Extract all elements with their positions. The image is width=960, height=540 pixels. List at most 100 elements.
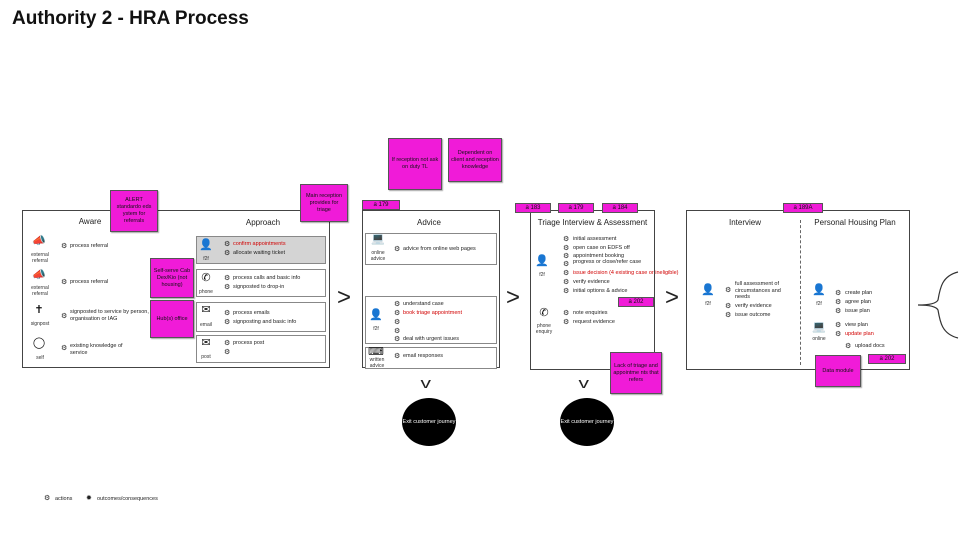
action-icon: ⚙ — [563, 310, 570, 317]
interview-panel-title: Interview — [728, 218, 761, 227]
action-icon: ⚙ — [224, 284, 231, 291]
channel-label: f2f — [373, 326, 379, 332]
legend-outcomes: outcomes/consequences — [97, 496, 158, 502]
action-text: open case on EDFS off — [573, 245, 630, 251]
action-text: create plan — [845, 290, 873, 296]
person-icon: 👤 — [199, 239, 213, 251]
action-text: deal with urgent issues — [403, 336, 459, 342]
megaphone-icon: 📣 — [32, 235, 46, 247]
panel-divider — [800, 220, 801, 365]
action-icon: ⚙ — [725, 303, 732, 310]
action-text: process emails — [233, 310, 270, 316]
channel-label: post — [201, 354, 211, 360]
approach-row-phone — [196, 269, 326, 297]
action-icon: ⚙ — [224, 275, 231, 282]
person-icon: 👤 — [535, 255, 549, 267]
channel-label: f2f — [539, 272, 545, 278]
action-icon: ⚙ — [224, 241, 231, 248]
chevron-right-icon: > — [665, 284, 680, 311]
action-text: update plan — [845, 331, 874, 337]
person-icon: 👤 — [812, 284, 826, 296]
megaphone-icon: 📣 — [32, 269, 46, 281]
action-text: view plan — [845, 322, 868, 328]
action-text: agree plan — [845, 299, 871, 305]
action-text: process post — [233, 340, 265, 346]
action-text: note enquiries — [573, 310, 608, 316]
action-text: signposting and basic info — [233, 319, 297, 325]
tag-advice: a 183 — [515, 203, 551, 213]
php-panel-title: Personal Housing Plan — [814, 218, 896, 227]
channel-label: online advice — [370, 250, 386, 262]
chevron-down-icon: v — [420, 375, 432, 392]
tag-triage-c: a 202 — [618, 297, 654, 307]
sticky-main-reception: Main reception provides for triage — [300, 184, 348, 222]
signpost-icon: ✝ — [34, 304, 44, 316]
exit-advice: Exit customer journey — [402, 398, 456, 446]
action-text: issue plan — [845, 308, 870, 314]
tag-interview: a 189A — [783, 203, 823, 213]
action-text: allocate waiting ticket — [233, 250, 285, 256]
approach-row-email — [196, 302, 326, 332]
action-icon: ⚙ — [224, 250, 231, 257]
action-text: request evidence — [573, 319, 615, 325]
action-text: process calls and basic info — [233, 275, 301, 281]
actions-legend-icon: ⚙ — [44, 495, 51, 502]
aware-panel-title: Aware — [78, 217, 102, 226]
action-text: book triage appointment — [403, 310, 463, 316]
action-icon: ⚙ — [394, 301, 401, 308]
self-icon: ◯ — [32, 337, 46, 349]
sticky-reception-duty: If reception not ask on duty TL — [388, 138, 442, 190]
triage-panel-title: Triage Interview & Assessment — [537, 218, 648, 227]
advice-row-f2f — [365, 296, 497, 344]
action-icon: ⚙ — [394, 310, 401, 317]
action-icon: ⚙ — [563, 270, 570, 277]
action-icon: ⚙ — [835, 290, 842, 297]
sticky-lack-triage: Lack of triage and appointme nts that re… — [610, 352, 662, 394]
triage-panel — [530, 210, 655, 370]
action-text: full assessment of circumstances and nee… — [735, 281, 781, 300]
action-icon: ⚙ — [725, 287, 732, 294]
advice-row-written — [365, 347, 497, 369]
sticky-self-serve: Self-serve Cab Dex/Kio (not housing) — [150, 258, 194, 298]
action-text: issue decision (4 existing case or ineli… — [573, 270, 679, 276]
tag-approach: a 179 — [362, 200, 400, 210]
action-text: understand case — [403, 301, 444, 307]
chevron-right-icon: > — [337, 284, 352, 311]
action-icon: ⚙ — [394, 336, 401, 343]
approach-panel-title: Approach — [245, 218, 281, 227]
action-text: issue outcome — [735, 312, 771, 318]
action-text: process referral — [70, 279, 109, 285]
channel-label: written advice — [369, 357, 385, 369]
action-icon: ⚙ — [394, 319, 401, 326]
channel-label: f2f — [203, 256, 209, 262]
outcomes-legend-icon: ✹ — [86, 495, 92, 502]
channel-label: email — [200, 322, 212, 328]
action-icon: ⚙ — [394, 328, 401, 335]
interview-php-panel — [686, 210, 910, 370]
sticky-data-module: Data module — [815, 355, 861, 387]
action-text: initial assessment — [573, 236, 617, 242]
action-icon: ⚙ — [845, 343, 852, 350]
laptop-icon: 💻 — [371, 233, 385, 245]
phone-icon: ✆ — [539, 307, 549, 319]
channel-label: f2f — [705, 301, 711, 307]
exit-triage: Exit customer journey — [560, 398, 614, 446]
action-icon: ⚙ — [61, 313, 68, 320]
page-title: Authority 2 - HRA Process — [12, 8, 249, 29]
channel-label: phone — [199, 289, 213, 295]
action-icon: ⚙ — [835, 322, 842, 329]
action-icon: ⚙ — [61, 243, 68, 250]
channel-label: signpost — [30, 321, 50, 327]
action-icon: ⚙ — [563, 288, 570, 295]
action-text: advice from online web pages — [403, 246, 476, 252]
action-text: process referral — [70, 243, 109, 249]
action-icon: ⚙ — [835, 331, 842, 338]
action-icon: ⚙ — [61, 279, 68, 286]
action-text: progress or close/refer case — [573, 259, 642, 265]
action-text: initial options & advice — [573, 288, 628, 294]
channel-label: self — [36, 355, 44, 361]
action-icon: ⚙ — [394, 246, 401, 253]
action-text: verify evidence — [573, 279, 610, 285]
action-icon: ⚙ — [224, 310, 231, 317]
laptop-icon: 💻 — [812, 321, 826, 333]
